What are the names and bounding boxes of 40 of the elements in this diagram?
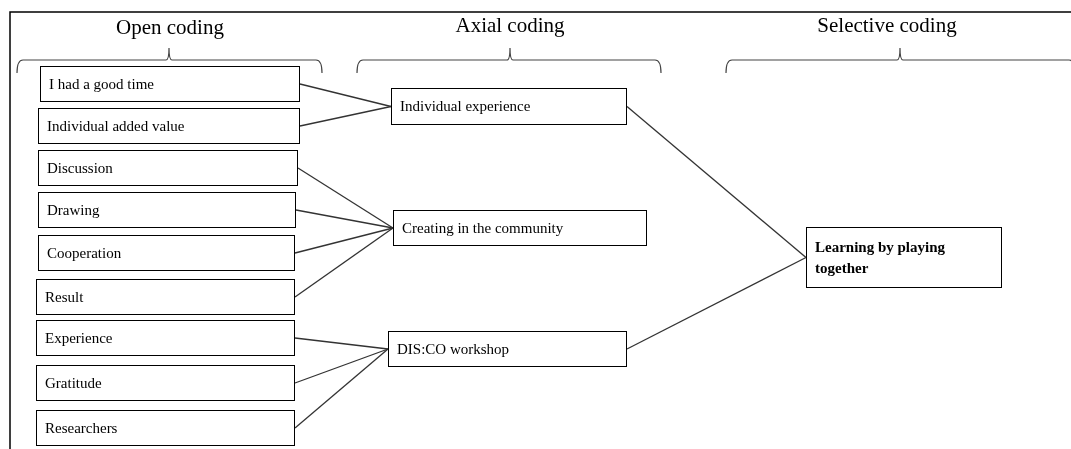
box-label: Researchers [45,418,119,438]
connector-line [294,348,389,429]
connector-line [294,227,394,298]
code-box [36,410,295,446]
code-box [38,150,298,186]
connector-line [299,83,392,108]
box-label: Drawing [47,200,101,220]
box-label: Cooperation [47,243,123,263]
column-heading: Axial coding [455,14,565,36]
box-label: Experience [45,328,114,348]
code-box [38,192,296,228]
code-box [388,331,627,367]
box-label: Individual added value [47,116,186,136]
code-box [36,320,295,356]
connector-line [626,256,807,350]
connector-line [294,337,389,350]
connector-line [626,105,807,259]
box-label: Result [45,287,85,307]
box-label: I had a good time [49,74,155,94]
column-heading: Selective coding [817,14,957,36]
box-label: Discussion [47,158,114,178]
code-box [393,210,647,246]
code-box [391,88,627,125]
connector-line [294,348,389,384]
column-heading: Open coding [116,16,224,38]
code-box [40,66,300,102]
connector-line [295,209,394,229]
code-box [806,227,1002,288]
box-label: Creating in the community [402,218,565,238]
box-label: Individual experience [400,97,532,117]
box-label: Gratitude [45,373,103,393]
connector-line [299,105,392,127]
code-box [38,108,300,144]
connector-line [294,227,394,254]
code-box [38,235,295,271]
box-label: DIS:CO workshop [397,339,511,359]
code-box [36,279,295,315]
connector-line [297,167,394,229]
code-box [36,365,295,401]
box-label: Learning by playing together [815,238,947,278]
